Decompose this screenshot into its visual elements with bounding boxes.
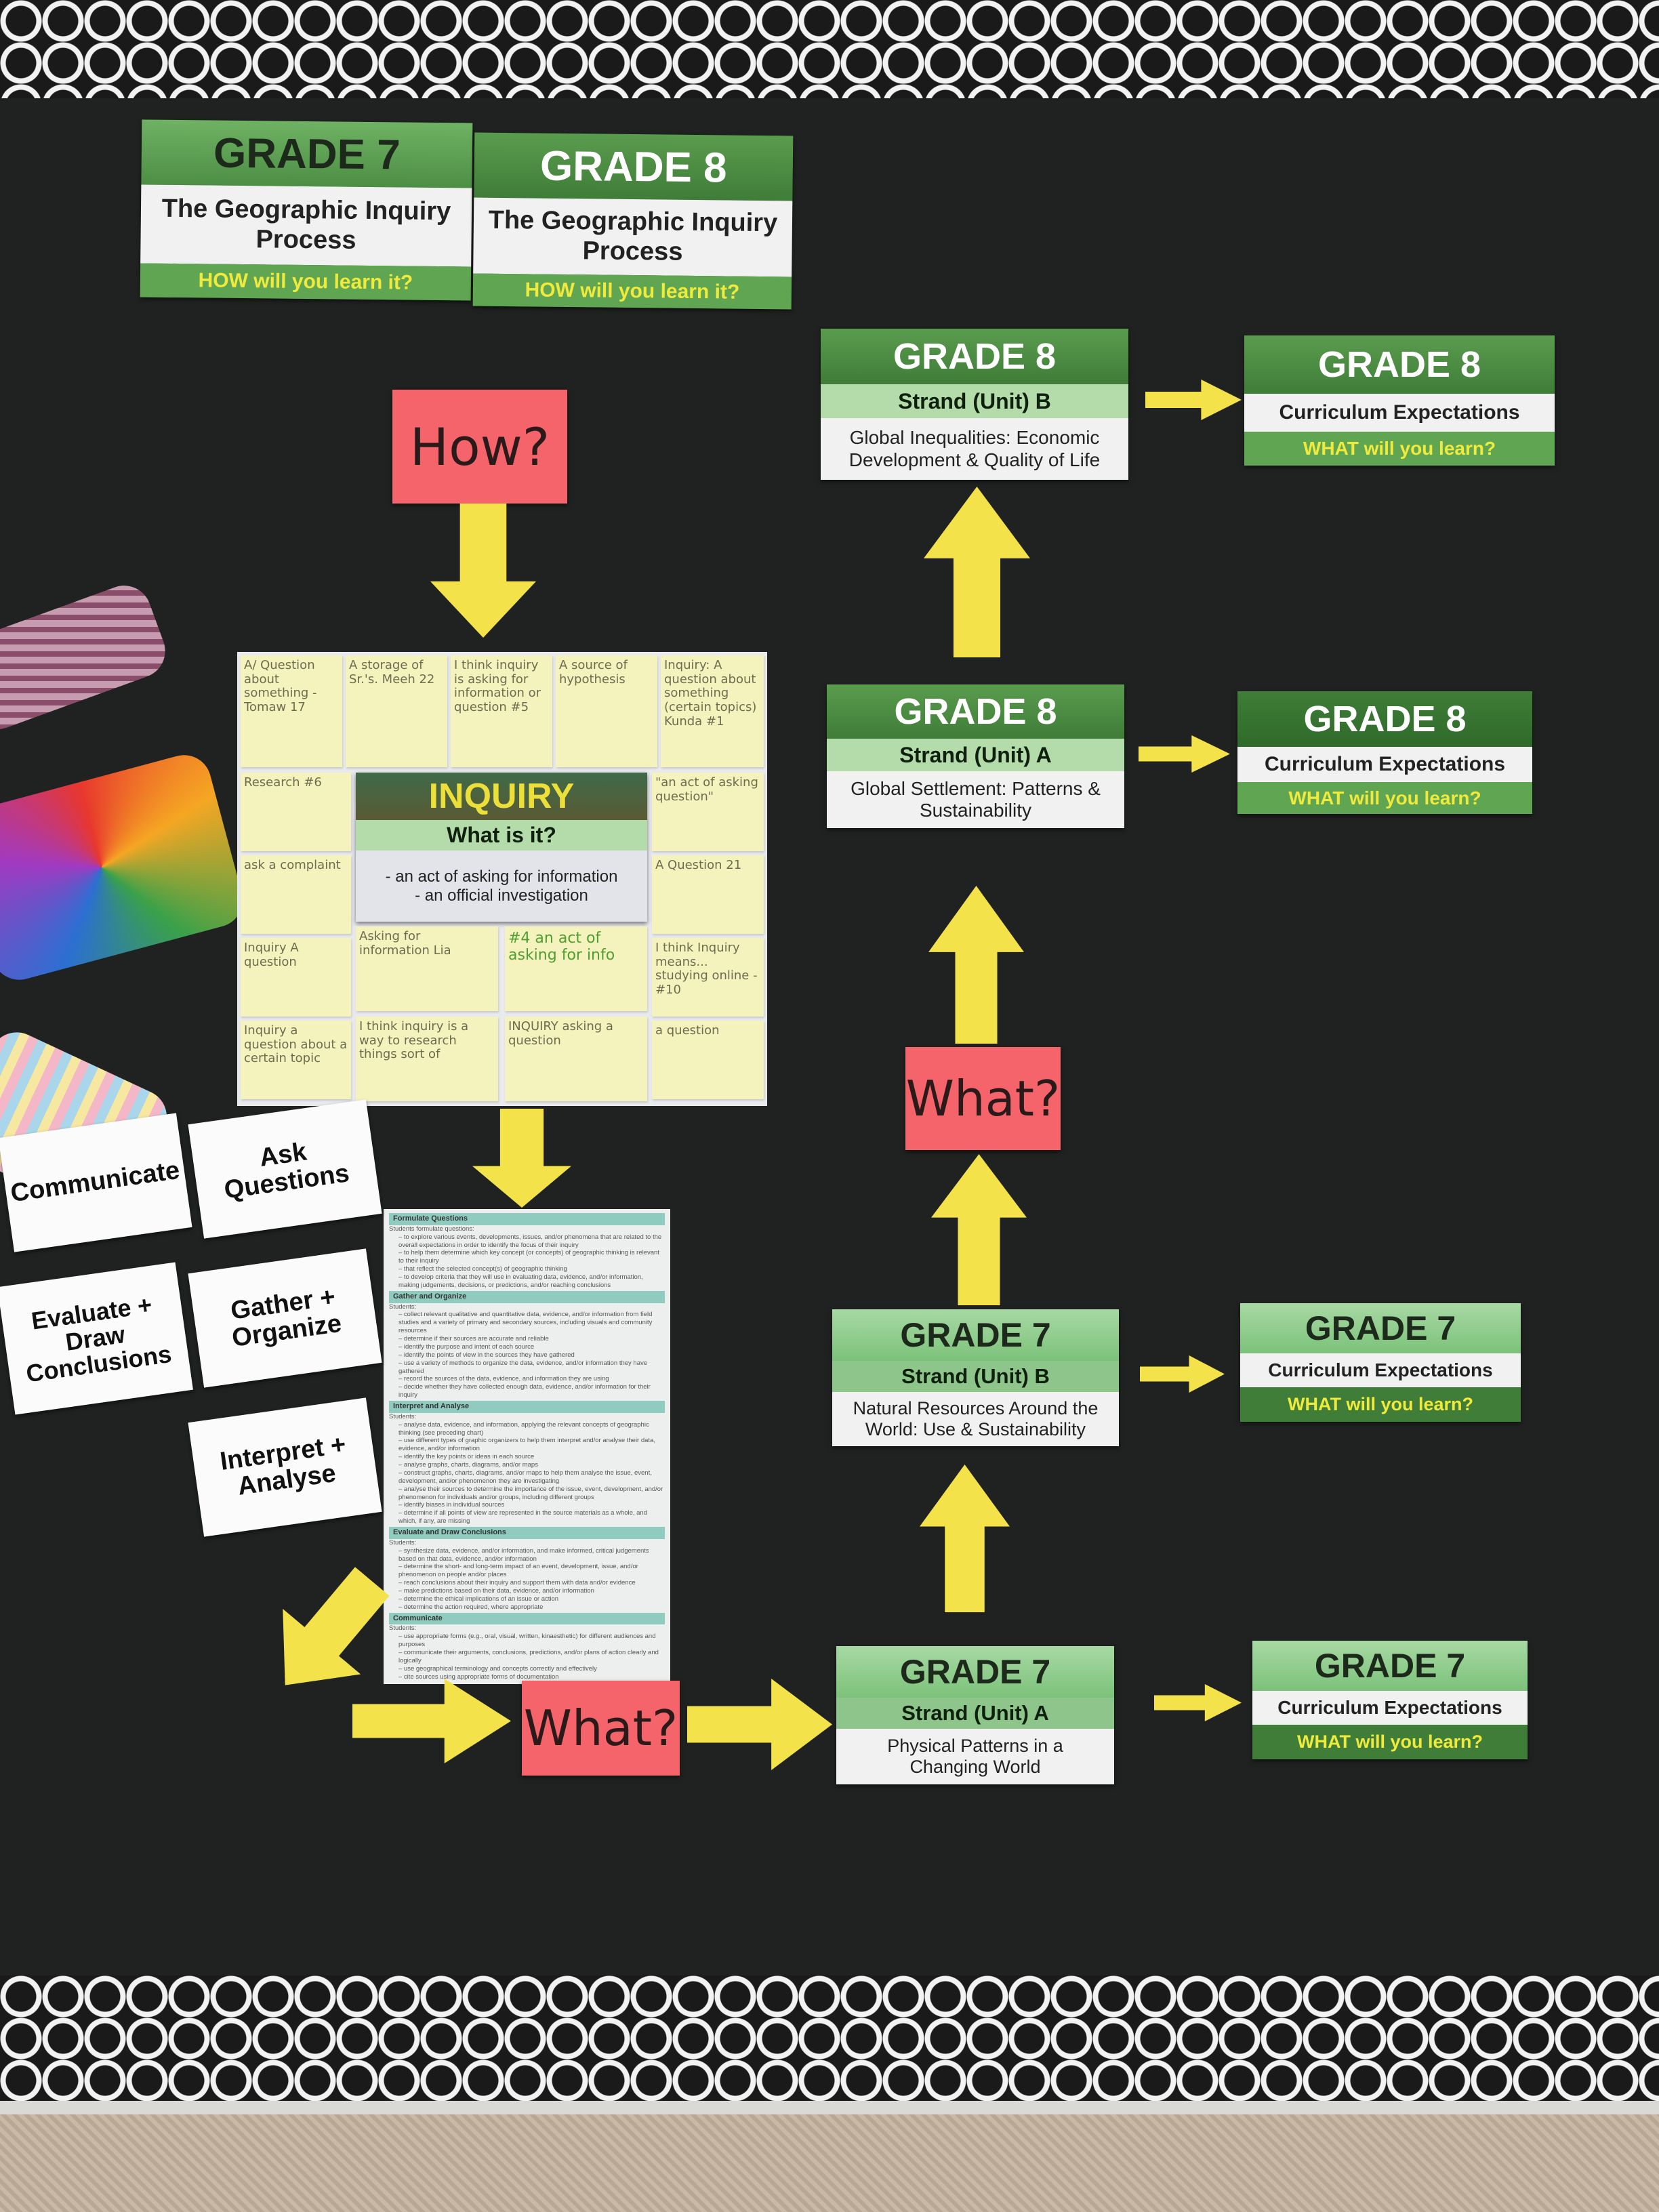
sticky-note: Inquiry: A question about something (cer… bbox=[661, 655, 764, 767]
sticky-note: Research #6 bbox=[241, 773, 351, 851]
doc-bullet: – record the sources of the data, eviden… bbox=[398, 1375, 609, 1383]
doc-bullet: – determine the action required, where a… bbox=[398, 1603, 544, 1611]
definition-2: - an official investigation bbox=[415, 886, 588, 905]
sticky-note: I think inquiry is asking for informatio… bbox=[451, 655, 552, 767]
inquiry-poster: INQUIRY What is it? - an act of asking f… bbox=[237, 652, 767, 1106]
strand-card-grade7-b: GRADE 7 Strand (Unit) B Natural Resource… bbox=[832, 1309, 1119, 1446]
floor bbox=[0, 2114, 1659, 2212]
header-card-grade-7: GRADE 7 The Geographic Inquiry Process H… bbox=[140, 119, 473, 301]
top-border-trim bbox=[0, 0, 1659, 98]
doc-bullet: – decide whether they have collected eno… bbox=[398, 1383, 651, 1399]
what-label-bottom: What? bbox=[522, 1681, 680, 1776]
arrow-right-icon bbox=[352, 1679, 511, 1763]
doc-bullet: – identify biases in individual sources bbox=[398, 1501, 505, 1509]
sticky-note: #4 an act of asking for info bbox=[505, 926, 647, 1011]
bottom-border-trim bbox=[0, 1975, 1659, 2104]
arrow-down-icon bbox=[472, 1109, 571, 1208]
sticky-note: Inquiry a question about a certain topic bbox=[241, 1021, 351, 1099]
paper-hand-cutout bbox=[0, 749, 249, 986]
doc-bullet: – determine if all points of view are re… bbox=[398, 1509, 648, 1525]
doc-bullet: – that reflect the selected concept(s) o… bbox=[398, 1265, 567, 1273]
arrow-right-icon bbox=[1139, 735, 1230, 773]
doc-bullet: – use appropriate forms (e.g., oral, vis… bbox=[398, 1633, 656, 1649]
doc-section-heading: Formulate Questions bbox=[389, 1213, 665, 1225]
arrow-down-icon bbox=[430, 504, 536, 638]
doc-section-heading: Gather and Organize bbox=[389, 1290, 665, 1303]
doc-bullet: – to develop criteria that they will use… bbox=[398, 1273, 643, 1289]
header-card-grade-8: GRADE 8 The Geographic Inquiry Process H… bbox=[472, 132, 794, 310]
doc-bullet: – determine the short- and long-term imp… bbox=[398, 1563, 638, 1579]
doc-bullet: – collect relevant qualitative and quant… bbox=[398, 1311, 653, 1335]
doc-bullet: – analyse graphs, charts, diagrams, and/… bbox=[398, 1461, 538, 1469]
arrow-up-icon bbox=[931, 1154, 1027, 1305]
doc-section-intro: Students: bbox=[389, 1412, 417, 1420]
doc-section-heading: Communicate bbox=[389, 1612, 665, 1625]
sticky-note: A source of hypothesis bbox=[556, 655, 657, 767]
doc-bullet: – use a variety of methods to organize t… bbox=[398, 1359, 648, 1375]
doc-section-intro: Students: bbox=[389, 1303, 417, 1311]
what-label-middle: What? bbox=[905, 1047, 1061, 1150]
doc-bullet: – construct graphs, charts, diagrams, an… bbox=[398, 1469, 652, 1485]
doc-bullet: – identify the purpose and intent of eac… bbox=[398, 1343, 535, 1351]
arrow-up-icon bbox=[924, 487, 1030, 657]
doc-section-intro: Students: bbox=[389, 1624, 417, 1633]
curriculum-card-grade8-a: GRADE 8 Curriculum Expectations WHAT wil… bbox=[1237, 691, 1532, 814]
arrow-right-icon bbox=[1140, 1355, 1225, 1393]
sticky-note: A storage of Sr.'s. Meeh 22 bbox=[346, 655, 447, 767]
process-card-ask-questions: Ask Questions bbox=[188, 1099, 382, 1239]
doc-section-intro: Students formulate questions: bbox=[389, 1225, 474, 1233]
process-card-interpret-analyse: Interpret + Analyse bbox=[188, 1397, 382, 1537]
doc-bullet: – identify the key points or ideas in ea… bbox=[398, 1453, 535, 1461]
arrow-right-icon bbox=[1154, 1684, 1242, 1721]
doc-section-heading: Evaluate and Draw Conclusions bbox=[389, 1527, 665, 1539]
curriculum-card-grade8-b: GRADE 8 Curriculum Expectations WHAT wil… bbox=[1244, 335, 1555, 466]
doc-bullet: – identify the points of view in the sou… bbox=[398, 1351, 575, 1359]
paper-hand-cutout bbox=[0, 577, 173, 737]
strand-card-grade8-b: GRADE 8 Strand (Unit) B Global Inequalit… bbox=[821, 329, 1128, 480]
strand-card-grade7-a: GRADE 7 Strand (Unit) A Physical Pattern… bbox=[836, 1646, 1114, 1784]
sticky-note: "an act of asking question" bbox=[652, 773, 764, 851]
definition-1: - an act of asking for information bbox=[385, 867, 618, 886]
doc-bullet: – make predictions based on their data, … bbox=[398, 1587, 594, 1595]
inquiry-definition-card: INQUIRY What is it? - an act of asking f… bbox=[356, 773, 647, 922]
sticky-note: A/ Question about something - Tomaw 17 bbox=[241, 655, 342, 767]
doc-section-heading: Interpret and Analyse bbox=[389, 1401, 665, 1413]
process-card-evaluate-conclusions: Evaluate + Draw Conclusions bbox=[0, 1262, 193, 1415]
sticky-note: I think Inquiry means... studying online… bbox=[652, 938, 764, 1017]
doc-bullet: – communicate their arguments, conclusio… bbox=[398, 1649, 659, 1664]
doc-bullet: – cite sources using appropriate forms o… bbox=[398, 1673, 559, 1681]
doc-section-intro: Students: bbox=[389, 1538, 417, 1547]
process-card-communicate: Communicate bbox=[0, 1113, 192, 1252]
doc-bullet: – use geographical terminology and conce… bbox=[398, 1664, 597, 1673]
doc-bullet: – reach conclusions about their inquiry … bbox=[398, 1579, 636, 1587]
doc-bullet: – analyse data, evidence, and informatio… bbox=[398, 1420, 649, 1437]
sticky-note: Asking for information Lia bbox=[356, 926, 498, 1011]
doc-bullet: – determine the ethical implications of … bbox=[398, 1595, 559, 1603]
curriculum-card-grade7-a: GRADE 7 Curriculum Expectations WHAT wil… bbox=[1252, 1641, 1528, 1759]
arrow-up-icon bbox=[928, 886, 1024, 1044]
arrow-right-icon bbox=[687, 1679, 832, 1770]
strand-card-grade8-a: GRADE 8 Strand (Unit) A Global Settlemen… bbox=[827, 684, 1124, 828]
doc-bullet: – to help them determine which key conce… bbox=[398, 1249, 659, 1265]
sticky-note: Inquiry A question bbox=[241, 938, 351, 1017]
sticky-note: ask a complaint bbox=[241, 855, 351, 934]
doc-bullet: – determine if their sources are accurat… bbox=[398, 1335, 549, 1343]
how-label: How? bbox=[392, 390, 567, 504]
sticky-note: A Question 21 bbox=[652, 855, 764, 934]
doc-bullet: – synthesize data, evidence, and/or info… bbox=[398, 1547, 649, 1563]
curriculum-card-grade7-b: GRADE 7 Curriculum Expectations WHAT wil… bbox=[1240, 1303, 1521, 1422]
process-card-gather-organize: Gather + Organize bbox=[188, 1248, 382, 1388]
doc-bullet: – use different types of graphic organiz… bbox=[398, 1437, 655, 1453]
sticky-note: a question bbox=[652, 1021, 764, 1099]
sticky-note: I think inquiry is a way to research thi… bbox=[356, 1017, 498, 1101]
arrow-right-icon bbox=[1145, 380, 1242, 420]
arrow-up-icon bbox=[920, 1465, 1010, 1612]
doc-bullet: – to explore various events, development… bbox=[398, 1233, 662, 1249]
doc-bullet: – analyse their sources to determine the… bbox=[398, 1485, 663, 1501]
sticky-note: INQUIRY asking a question bbox=[505, 1017, 647, 1101]
